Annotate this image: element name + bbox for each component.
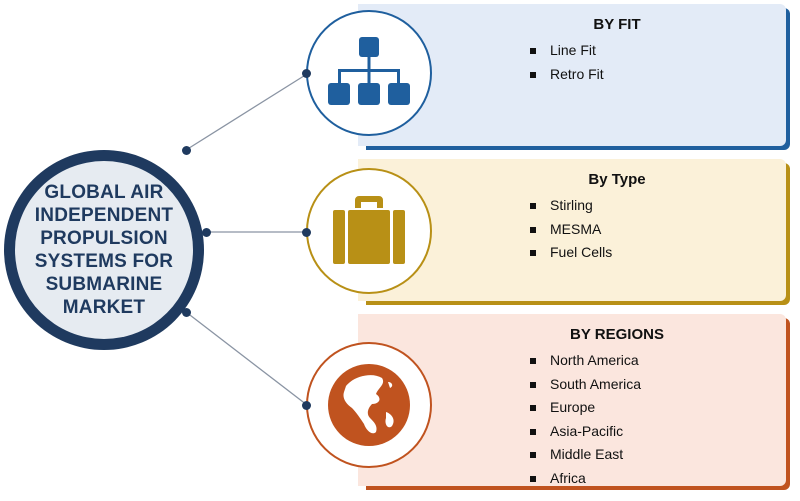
connector-dot xyxy=(302,228,311,237)
segment-card-type: By Type Stirling MESMA Fuel Cells xyxy=(358,159,790,305)
segment-card-fit: BY FIT Line Fit Retro Fit xyxy=(358,4,790,150)
hub-connector-dot xyxy=(182,308,191,317)
connector-line-fit xyxy=(185,73,308,151)
connector-line-regions xyxy=(185,311,308,406)
connector-dot xyxy=(302,401,311,410)
segment-item: Europe xyxy=(530,396,786,420)
market-hub-inner: GLOBAL AIR INDEPENDENT PROPULSION SYSTEM… xyxy=(15,161,193,339)
hub-connector-dot xyxy=(182,146,191,155)
segment-item: Fuel Cells xyxy=(530,241,786,265)
segment-item-list: Stirling MESMA Fuel Cells xyxy=(448,194,786,265)
segment-item: Line Fit xyxy=(530,39,786,63)
segment-title: BY REGIONS xyxy=(570,326,664,343)
segment-item-list: Line Fit Retro Fit xyxy=(448,39,786,86)
segment-item-list: North America South America Europe Asia-… xyxy=(448,349,786,490)
segment-item: Asia-Pacific xyxy=(530,420,786,444)
segment-title: By Type xyxy=(588,171,646,188)
segment-icon-circle-regions xyxy=(306,342,432,468)
segment-item: South America xyxy=(530,373,786,397)
segment-item: Stirling xyxy=(530,194,786,218)
segment-item: North America xyxy=(530,349,786,373)
segment-icon-circle-fit xyxy=(306,10,432,136)
segment-item: Middle East xyxy=(530,443,786,467)
segment-icon-circle-type xyxy=(306,168,432,294)
segment-item: Africa xyxy=(530,467,786,491)
segment-item: Retro Fit xyxy=(530,63,786,87)
market-hub-circle: GLOBAL AIR INDEPENDENT PROPULSION SYSTEM… xyxy=(4,150,204,350)
segment-title: BY FIT xyxy=(593,16,641,33)
hub-connector-dot xyxy=(202,228,211,237)
briefcase-icon xyxy=(333,196,405,264)
segment-item: MESMA xyxy=(530,218,786,242)
connector-dot xyxy=(302,69,311,78)
globe-icon xyxy=(328,364,410,446)
market-title: GLOBAL AIR INDEPENDENT PROPULSION SYSTEM… xyxy=(34,182,174,318)
hierarchy-icon xyxy=(328,37,410,105)
